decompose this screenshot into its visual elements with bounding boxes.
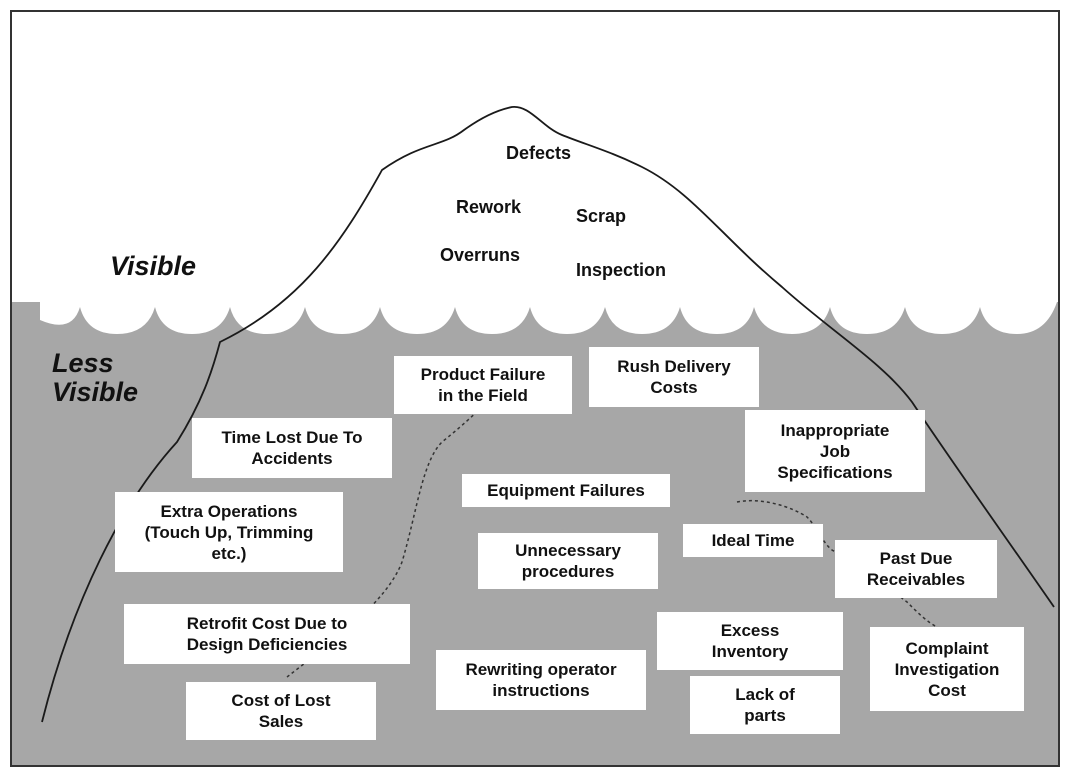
visible-zone-label: Visible: [110, 251, 197, 281]
hidden-cost-box: Rush Delivery Costs: [589, 347, 759, 407]
inspection-label: Inspection: [576, 260, 667, 280]
overruns-label: Overruns: [440, 245, 521, 265]
iceberg-outline: [41, 106, 1055, 723]
hidden-cost-box: Inappropriate Job Specifications: [745, 410, 925, 492]
hidden-cost-box: Cost of Lost Sales: [186, 682, 376, 740]
hidden-cost-box: Extra Operations (Touch Up, Trimming etc…: [115, 492, 343, 572]
crevice-right: [736, 499, 938, 628]
hidden-cost-box: Unnecessary procedures: [478, 533, 658, 589]
hidden-cost-box: Ideal Time: [683, 524, 823, 557]
iceberg-diagram: Visible Less Visible Defects Rework Scra…: [10, 10, 1060, 767]
defects-label: Defects: [506, 143, 572, 163]
hidden-cost-box: Product Failure in the Field: [394, 356, 572, 414]
hidden-cost-box: Lack of parts: [690, 676, 840, 734]
scrap-label: Scrap: [576, 206, 627, 226]
rework-label: Rework: [456, 197, 522, 217]
hidden-cost-box: Complaint Investigation Cost: [870, 627, 1024, 711]
less-visible-zone-label: Less Visible: [52, 348, 139, 407]
hidden-cost-box: Past Due Receivables: [835, 540, 997, 598]
hidden-cost-box: Time Lost Due To Accidents: [192, 418, 392, 478]
hidden-cost-box: Rewriting operator instructions: [436, 650, 646, 710]
hidden-cost-box: Excess Inventory: [657, 612, 843, 670]
iceberg-visible-tip: [40, 106, 1057, 335]
hidden-cost-box: Retrofit Cost Due to Design Deficiencies: [124, 604, 410, 664]
hidden-cost-box: Equipment Failures: [462, 474, 670, 507]
